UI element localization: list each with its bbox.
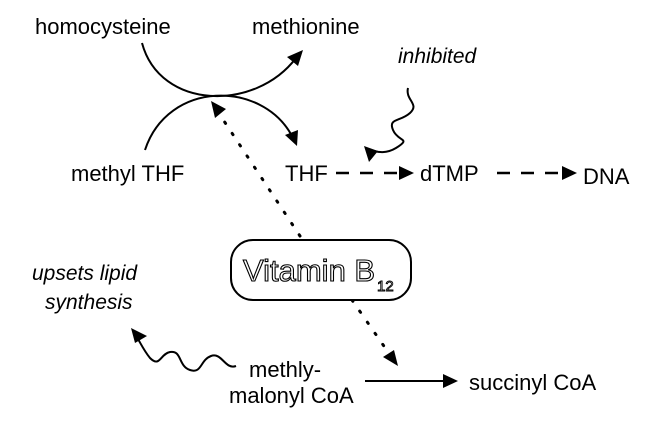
methyl-thf-to-thf-arc bbox=[144, 94, 293, 151]
inhibited-arrowhead bbox=[364, 146, 378, 162]
cycle-link-arrowhead bbox=[211, 101, 226, 118]
vitamin-b12-box bbox=[230, 239, 412, 301]
inhibited-label: inhibited bbox=[398, 45, 478, 68]
thf-label: THF bbox=[285, 161, 328, 186]
methylmalonyl-label-line2: malonyl CoA bbox=[229, 383, 354, 408]
inhibited-wavy-arrow bbox=[373, 87, 415, 154]
thf-arrowhead bbox=[285, 130, 298, 146]
b12-to-succinyl-dotted-link bbox=[350, 298, 390, 354]
methionine-label: methionine bbox=[252, 14, 360, 39]
succinyl-link-arrowhead bbox=[383, 350, 398, 366]
homocysteine-to-methionine-arc bbox=[141, 42, 297, 97]
methyl-thf-label: methyl THF bbox=[71, 161, 184, 186]
lipid-label-line1: upsets lipid bbox=[32, 262, 138, 285]
lipid-label-line2: synthesis bbox=[45, 291, 133, 314]
vitamin-b12-label: Vitamin B bbox=[243, 253, 375, 288]
homocysteine-label: homocysteine bbox=[35, 14, 171, 39]
succinyl-coa-label: succinyl CoA bbox=[469, 370, 596, 395]
dtmp-label: dTMP bbox=[420, 161, 479, 186]
dtmp-arrowhead bbox=[399, 166, 414, 180]
succinyl-arrowhead bbox=[443, 374, 458, 388]
lipid-wavy-arrow bbox=[137, 338, 237, 372]
dna-label: DNA bbox=[583, 164, 630, 189]
methylmalonyl-label-line1: methly- bbox=[249, 357, 321, 382]
dna-arrowhead bbox=[562, 166, 577, 180]
vitamin-b12-subscript: 12 bbox=[377, 278, 394, 295]
lipid-arrowhead bbox=[131, 328, 147, 343]
methionine-arrowhead bbox=[287, 50, 303, 66]
